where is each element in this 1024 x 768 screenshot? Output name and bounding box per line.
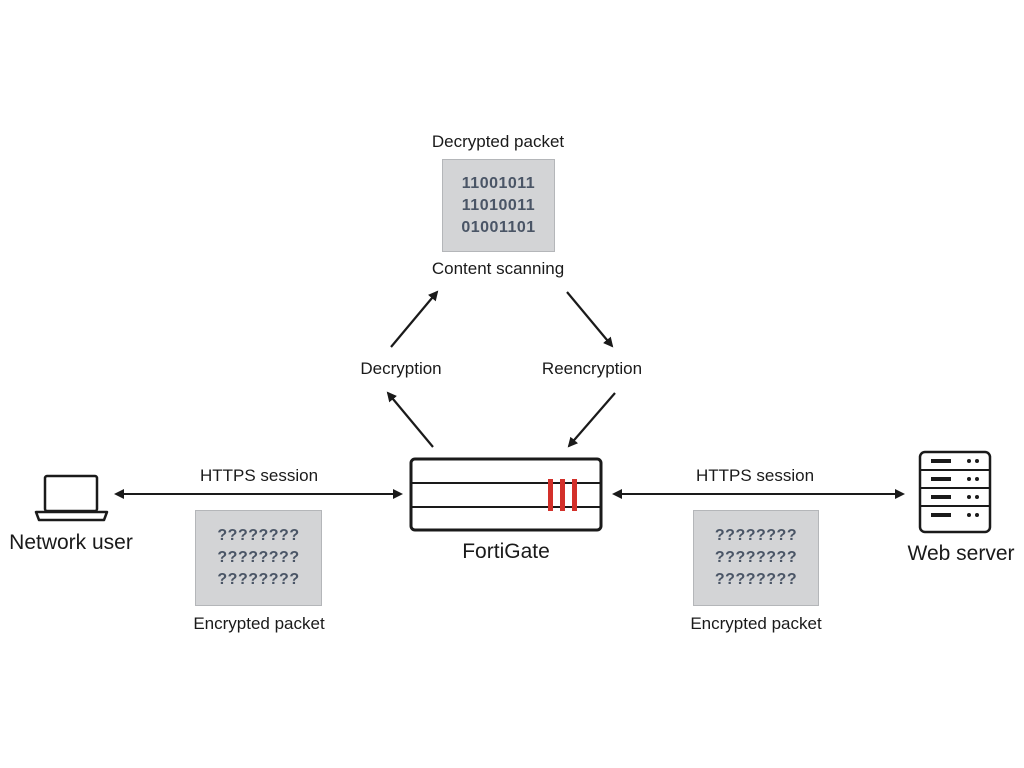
encrypted-packet-line: ???????? bbox=[217, 527, 300, 544]
encrypted-packet-line: ???????? bbox=[217, 549, 300, 566]
decrypted-packet-box: 11001011 11010011 01001101 bbox=[442, 159, 555, 252]
decrypted-packet-line: 11010011 bbox=[461, 196, 536, 214]
encrypted-packet-box-left: ???????? ???????? ???????? bbox=[195, 510, 322, 606]
https-session-label-right: HTTPS session bbox=[695, 466, 815, 485]
reencryption-label: Reencryption bbox=[541, 359, 643, 378]
encrypted-packet-line: ???????? bbox=[217, 571, 300, 588]
reencryption-arrow-upper bbox=[566, 291, 614, 348]
network-user-label: Network user bbox=[9, 531, 133, 554]
decryption-arrow-lower bbox=[386, 391, 434, 448]
https-session-label-left: HTTPS session bbox=[199, 466, 319, 485]
fortigate-label: FortiGate bbox=[462, 540, 550, 563]
decryption-arrow-upper bbox=[390, 290, 439, 348]
decrypted-packet-line: 01001101 bbox=[461, 218, 536, 236]
server-rack-icon bbox=[918, 450, 992, 534]
encrypted-packet-line: ???????? bbox=[714, 549, 798, 566]
fortigate-appliance-icon bbox=[409, 457, 603, 532]
web-server-label: Web server bbox=[907, 542, 1015, 565]
decryption-label: Decryption bbox=[360, 359, 442, 378]
reencryption-arrow-lower bbox=[567, 392, 616, 448]
encrypted-packet-line: ???????? bbox=[714, 571, 798, 588]
encrypted-packet-label-left: Encrypted packet bbox=[193, 614, 325, 633]
encrypted-packet-box-right: ???????? ???????? ???????? bbox=[693, 510, 819, 606]
encrypted-packet-line: ???????? bbox=[714, 527, 798, 544]
decrypted-packet-line: 11001011 bbox=[461, 174, 536, 192]
content-scanning-label: Content scanning bbox=[431, 259, 565, 278]
encrypted-packet-label-right: Encrypted packet bbox=[690, 614, 822, 633]
laptop-icon bbox=[34, 474, 109, 522]
decrypted-packet-label: Decrypted packet bbox=[431, 132, 565, 151]
